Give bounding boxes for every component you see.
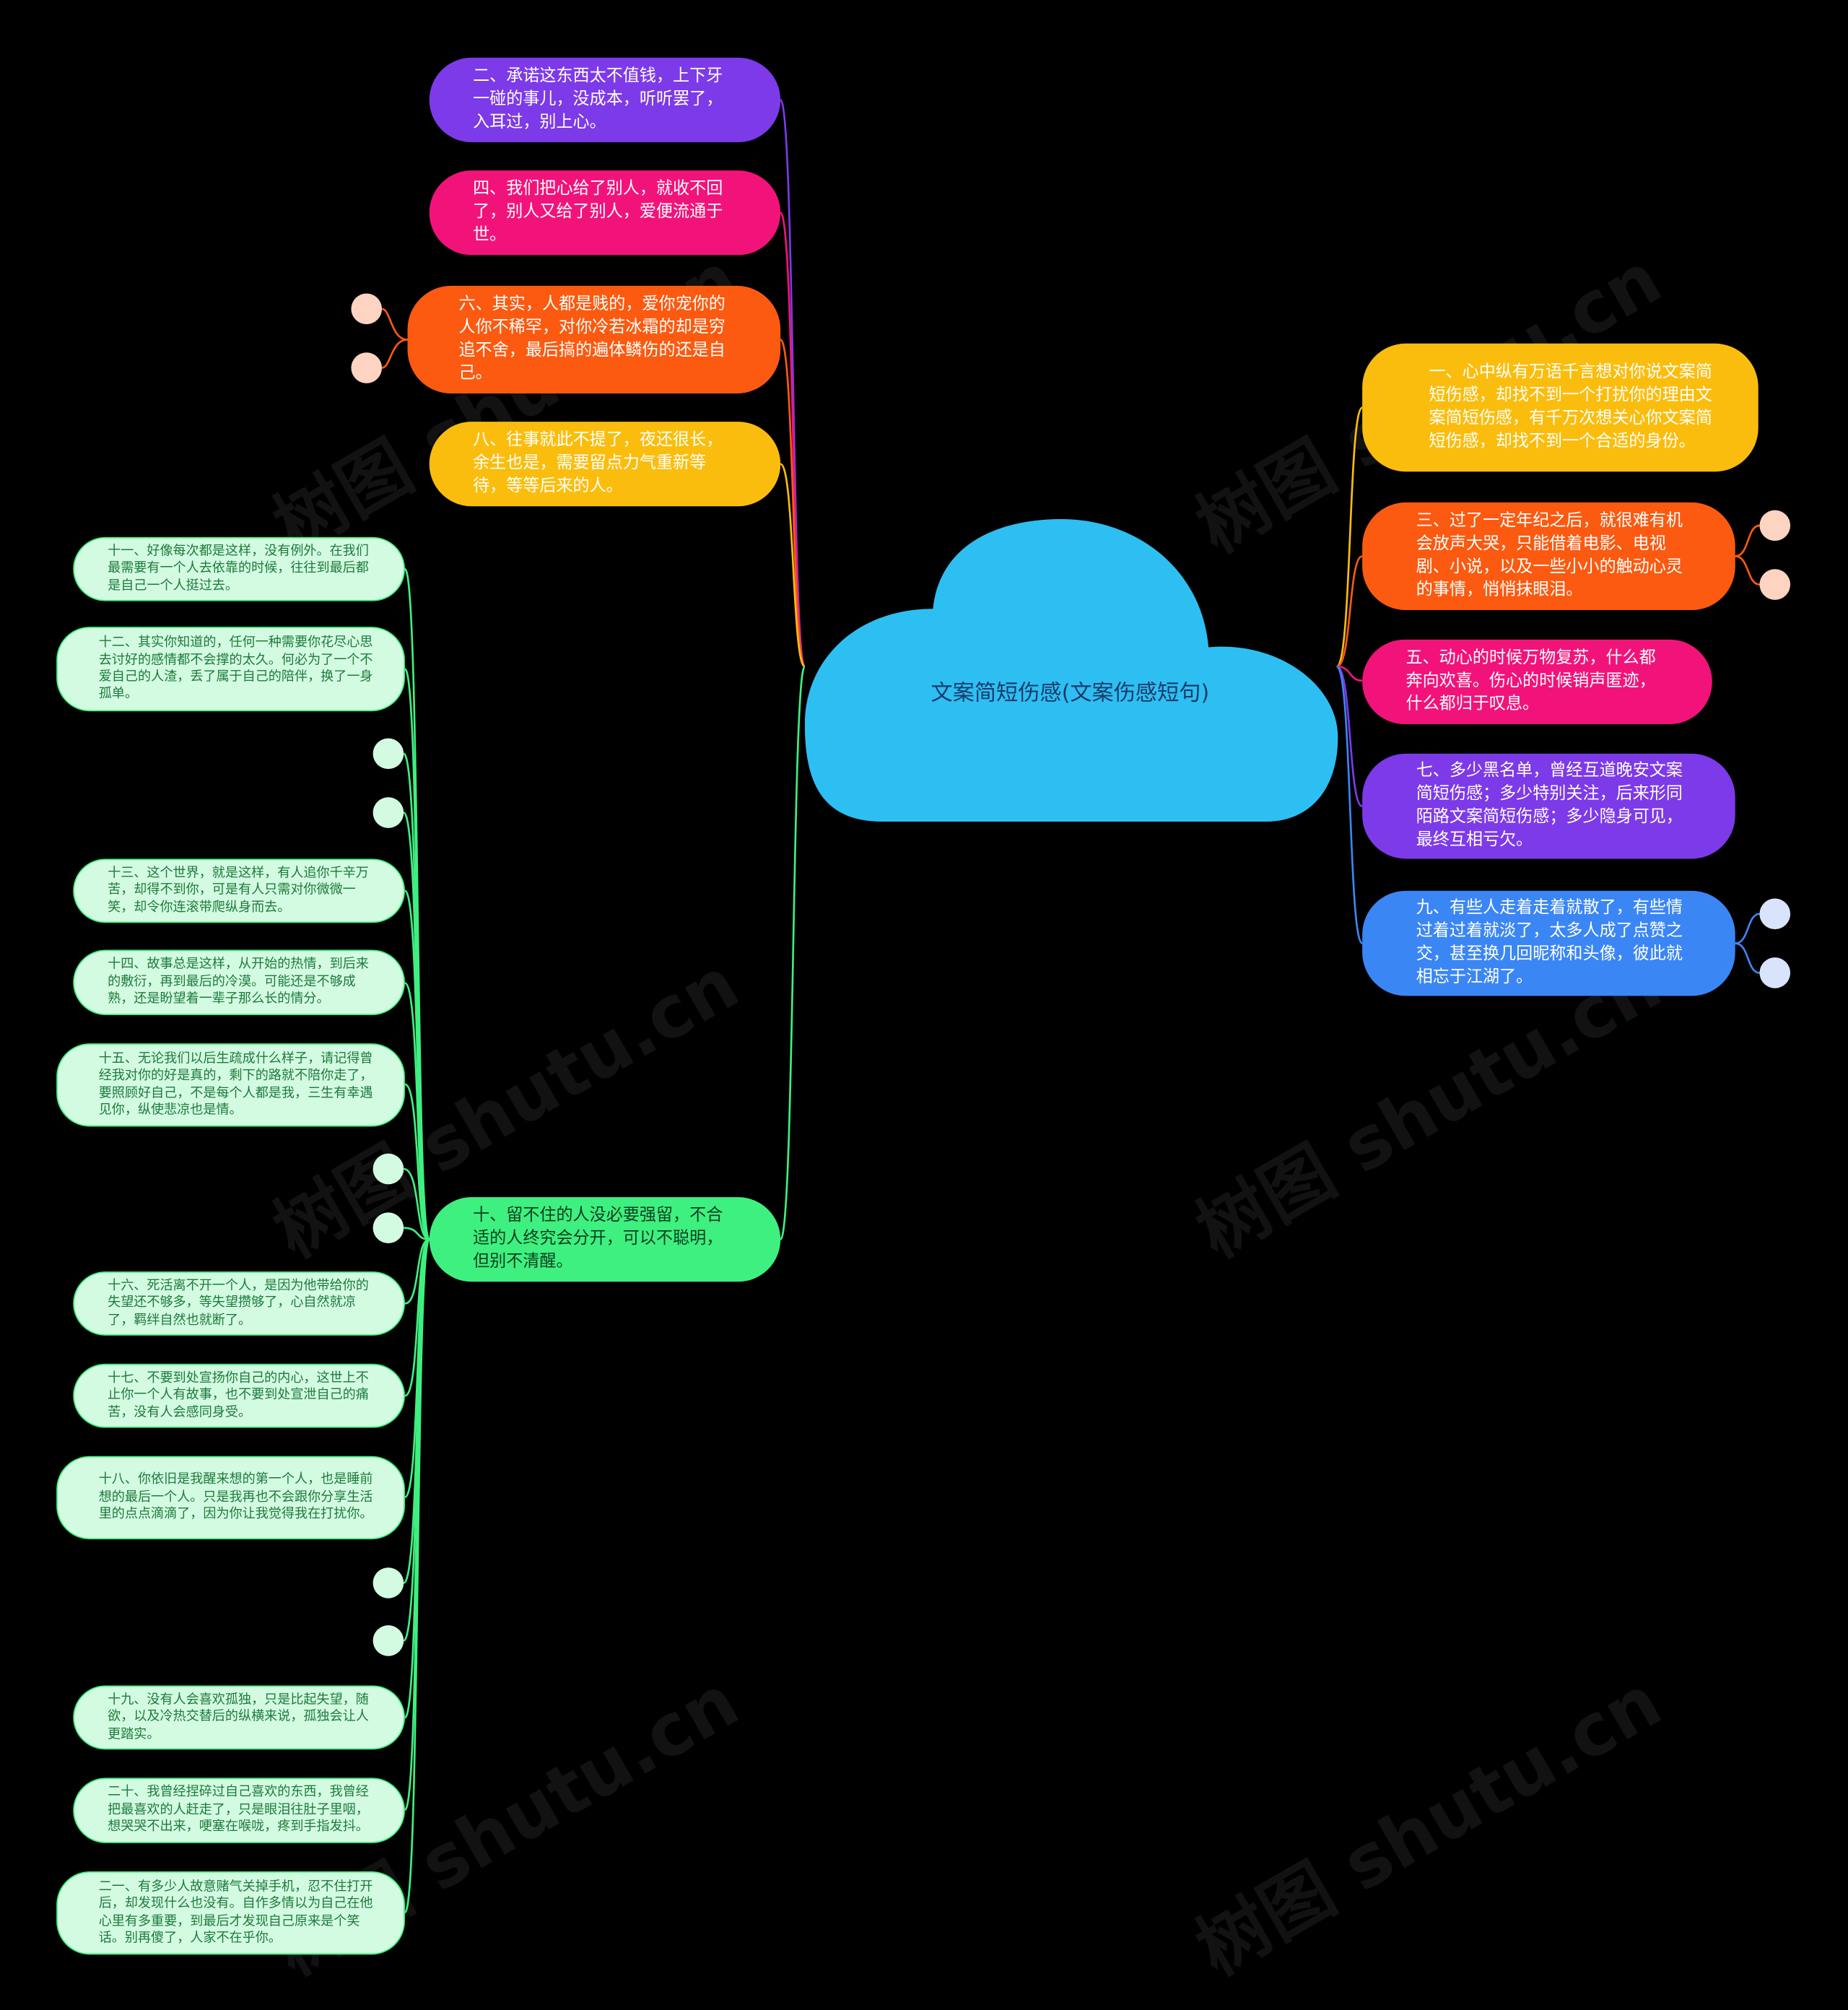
branch-node-3[interactable]: 三、过了一定年纪之后，就很难有机会放声大哭，只能借着电影、电视剧、小说，以及一些…: [1362, 502, 1735, 611]
leaf-node-19[interactable]: 十九、没有人会喜欢孤独，只是比起失望，随欲，以及冷热交替后的纵横来说，孤独会让人…: [73, 1685, 405, 1750]
leaf-node-20[interactable]: 二十、我曾经捏碎过自己喜欢的东西，我曾经把最喜欢的人赶走了，只是眼泪往肚子里咽，…: [73, 1778, 405, 1843]
collapsed-node-dot[interactable]: [372, 797, 404, 828]
leaf-node-17[interactable]: 十七、不要到处宣扬你自己的内心，这世上不止你一个人有故事，也不要到处宣泄自己的痛…: [73, 1363, 405, 1428]
collapsed-node-dot[interactable]: [351, 352, 383, 383]
collapsed-node-dot[interactable]: [372, 1625, 404, 1656]
branch-node-7[interactable]: 七、多少黑名单，曾经互道晚安文案简短伤感；多少特别关注，后来形同陌路文案简短伤感…: [1362, 753, 1735, 859]
collapsed-node-dot[interactable]: [1759, 510, 1791, 541]
collapsed-node-dot[interactable]: [1759, 569, 1791, 600]
collapsed-node-dot[interactable]: [372, 738, 404, 770]
branch-node-8[interactable]: 八、往事就此不提了，夜还很长，余生也是，需要留点力气重新等待，等等后来的人。: [429, 422, 781, 507]
leaf-node-14[interactable]: 十四、故事总是这样，从开始的热情，到后来的敷衍，再到最后的冷漠。可能还是不够成熟…: [73, 949, 405, 1016]
branch-node-5[interactable]: 五、动心的时候万物复苏，什么都奔向欢喜。伤心的时候销声匿迹，什么都归于叹息。: [1362, 639, 1712, 725]
leaf-node-15[interactable]: 十五、无论我们以后生疏成什么样子，请记得曾经我对你的好是真的，剩下的路就不陪你走…: [56, 1043, 405, 1127]
branch-node-1[interactable]: 一、心中纵有万语千言想对你说文案简短伤感，却找不到一个打扰你的理由文案简短伤感，…: [1362, 343, 1758, 472]
central-topic-cloud[interactable]: [804, 518, 1338, 822]
leaf-node-13[interactable]: 十三、这个世界，就是这样，有人追你千辛万苦，却得不到你，可是有人只需对你微微一笑…: [73, 858, 405, 923]
leaf-node-16[interactable]: 十六、死活离不开一个人，是因为他带给你的失望还不够多，等失望攒够了，心自然就凉了…: [73, 1271, 405, 1336]
branch-node-6[interactable]: 六、其实，人都是贱的，爱你宠你的人你不稀罕，对你冷若冰霜的却是穷追不舍，最后搞的…: [407, 285, 781, 394]
leaf-node-11[interactable]: 十一、好像每次都是这样，没有例外。在我们最需要有一个人去依靠的时候，往往到最后都…: [73, 536, 405, 601]
branch-node-9[interactable]: 九、有些人走着走着就散了，有些情过着过着就淡了，太多人成了点赞之交，甚至换几回昵…: [1362, 890, 1735, 996]
leaf-node-18[interactable]: 十八、你依旧是我醒来想的第一个人，也是睡前想的最后一个人。只是我再也不会跟你分享…: [56, 1456, 405, 1540]
collapsed-node-dot[interactable]: [372, 1212, 404, 1244]
collapsed-node-dot[interactable]: [372, 1153, 404, 1185]
collapsed-node-dot[interactable]: [1759, 957, 1791, 988]
branch-node-4[interactable]: 四、我们把心给了别人，就收不回了，别人又给了别人，爱便流通于世。: [429, 170, 781, 256]
leaf-node-21[interactable]: 二一、有多少人故意赌气关掉手机，忍不住打开后，却发现什么也没有。自作多情以为自己…: [56, 1871, 405, 1955]
branch-node-2[interactable]: 二、承诺这东西太不值钱，上下牙一碰的事儿，没成本，听听罢了，入耳过，别上心。: [429, 57, 781, 143]
collapsed-node-dot[interactable]: [372, 1567, 404, 1598]
collapsed-node-dot[interactable]: [1759, 898, 1791, 930]
branch-node-10[interactable]: 十、留不住的人没必要强留，不合适的人终究会分开，可以不聪明，但别不清醒。: [429, 1197, 781, 1282]
collapsed-node-dot[interactable]: [351, 293, 383, 325]
leaf-node-12[interactable]: 十二、其实你知道的，任何一种需要你花尽心思去讨好的感情都不会撑的太久。何必为了一…: [56, 627, 405, 712]
central-topic-title: 文案简短伤感(文案伤感短句): [930, 680, 1210, 707]
